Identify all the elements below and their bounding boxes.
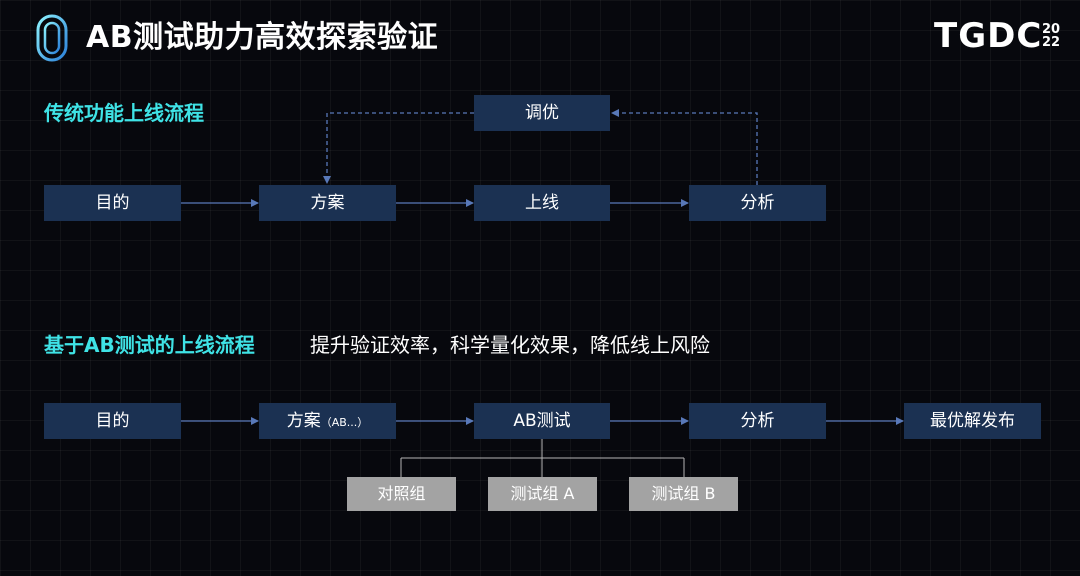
ab-test-box: AB测试 bbox=[474, 403, 610, 439]
ab-goal-box: 目的 bbox=[44, 403, 181, 439]
brand-logo: TGDC 20 22 bbox=[934, 14, 1066, 58]
launch-box: 上线 bbox=[474, 185, 610, 221]
event-logo-icon bbox=[36, 14, 68, 62]
ab-release-box: 最优解发布 bbox=[904, 403, 1041, 439]
ab-plan-box: 方案（AB...） bbox=[259, 403, 396, 439]
arrow-tune-plan bbox=[323, 112, 474, 184]
brand-year-bottom: 22 bbox=[1042, 35, 1061, 50]
traditional-flow-title: 传统功能上线流程 bbox=[44, 101, 204, 125]
ab-flow-title: 基于AB测试的上线流程 bbox=[44, 333, 255, 357]
ab-analysis-box: 分析 bbox=[689, 403, 826, 439]
plan-box: 方案 bbox=[259, 185, 396, 221]
ab-plan-suffix: （AB...） bbox=[320, 416, 369, 429]
ab-flow-subtitle: 提升验证效率，科学量化效果，降低线上风险 bbox=[310, 333, 710, 357]
tune-box: 调优 bbox=[474, 95, 610, 131]
test-group-b-box: 测试组 B bbox=[629, 477, 738, 511]
ab-plan-label: 方案 bbox=[286, 411, 321, 431]
brand-year-top: 20 bbox=[1042, 22, 1061, 37]
control-group-box: 对照组 bbox=[347, 477, 456, 511]
arrow-analysis-tune bbox=[611, 109, 758, 185]
brand-year: 20 22 bbox=[1042, 23, 1066, 49]
test-group-a-box: 测试组 A bbox=[488, 477, 597, 511]
group-bracket bbox=[400, 439, 685, 477]
goal-box: 目的 bbox=[44, 185, 181, 221]
page-title: AB测试助力高效探索验证 bbox=[86, 20, 439, 55]
analysis-box: 分析 bbox=[689, 185, 826, 221]
brand-name: TGDC bbox=[934, 16, 1043, 56]
